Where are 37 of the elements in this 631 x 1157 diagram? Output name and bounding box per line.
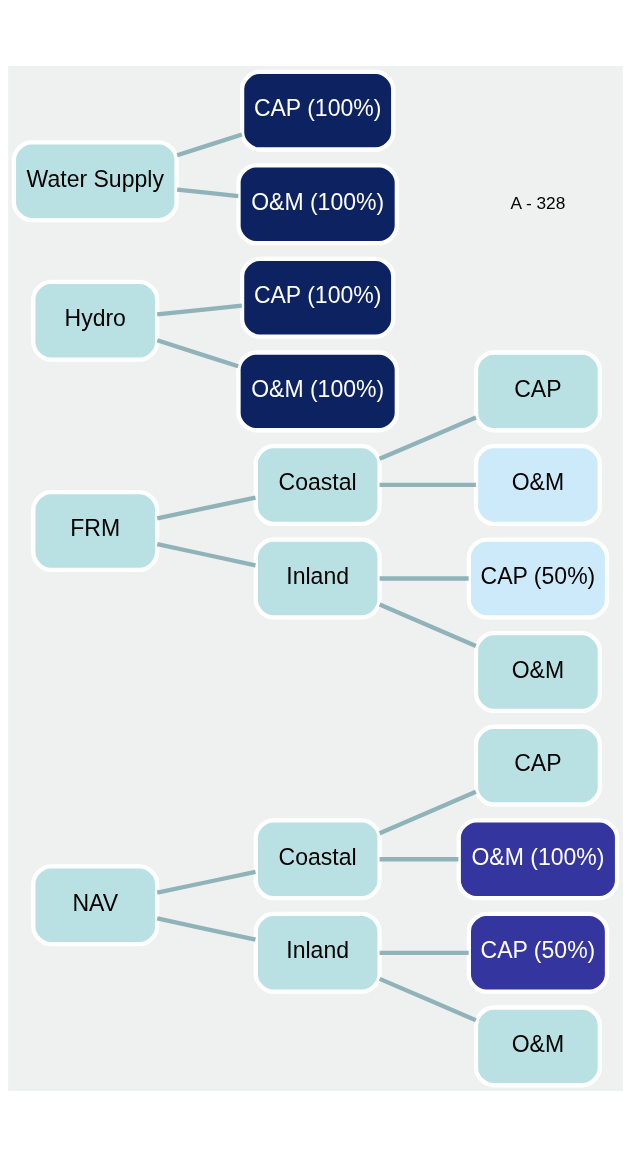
connector xyxy=(156,338,239,369)
node-box: O&M xyxy=(473,443,602,526)
connector xyxy=(156,869,256,895)
node-box: Coastal xyxy=(253,443,382,526)
node-box: CAP (50%) xyxy=(466,537,610,620)
node-box: O&M (100%) xyxy=(236,350,399,433)
node-box: CAP xyxy=(473,350,602,433)
node-box: O&M (100%) xyxy=(456,818,620,901)
node-box: Coastal xyxy=(253,818,382,901)
label: A - 328 xyxy=(510,192,566,213)
node-box: FRM xyxy=(31,489,160,572)
connector xyxy=(156,495,256,521)
connector xyxy=(157,303,242,317)
node-box: CAP (100%) xyxy=(239,256,396,339)
node-box: CAP xyxy=(473,724,602,807)
node-box: O&M xyxy=(473,631,602,714)
connector xyxy=(176,132,243,158)
node-box: CAP (100%) xyxy=(239,69,396,152)
node-box: CAP (50%) xyxy=(466,911,610,994)
connector xyxy=(378,976,477,1023)
node-box: Inland xyxy=(253,911,382,994)
connector xyxy=(378,602,477,648)
connector xyxy=(156,541,256,568)
connector xyxy=(379,950,469,955)
connector xyxy=(156,916,256,942)
node-box: Hydro xyxy=(31,279,160,362)
node-box: Inland xyxy=(253,537,382,620)
node-box: Water Supply xyxy=(11,140,179,223)
connector xyxy=(176,187,239,199)
connector xyxy=(379,576,469,581)
connector xyxy=(379,857,459,862)
node-box: NAV xyxy=(31,864,160,947)
node-box: O&M (100%) xyxy=(236,163,399,246)
connector xyxy=(378,415,477,461)
node-box: O&M xyxy=(473,1005,602,1088)
connector xyxy=(378,789,477,836)
connector xyxy=(379,482,476,488)
